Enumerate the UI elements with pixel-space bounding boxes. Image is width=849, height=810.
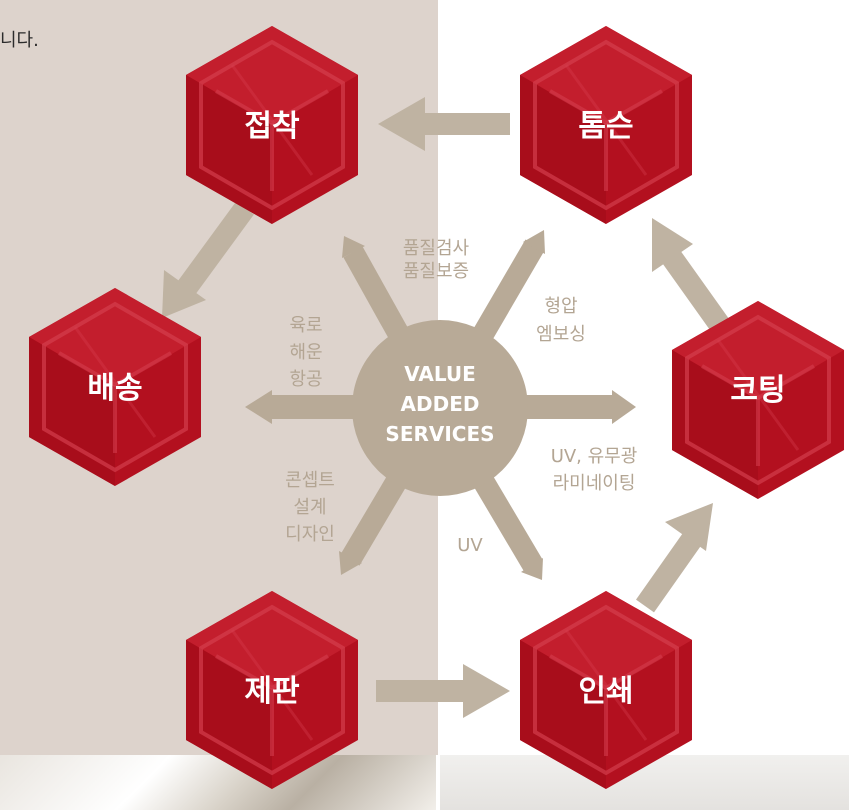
step-hexagon-delivery: 배송	[27, 286, 203, 488]
step-label-adhesion: 접착	[244, 109, 300, 144]
flow-arrow-printing-to-coating	[636, 503, 713, 613]
step-hexagon-coating: 코팅	[670, 299, 846, 501]
service-label-transport-2: 해운	[289, 342, 322, 363]
service-label-embossing-2: 엠보싱	[536, 324, 586, 345]
flow-arrow-thomson-to-adhesion	[378, 97, 510, 151]
step-hexagon-platemaking: 제판	[184, 589, 360, 791]
center-label-line-2: ADDED	[401, 392, 480, 416]
bottom-left-photo	[0, 755, 436, 810]
service-label-transport-1: 육로	[289, 315, 322, 336]
center-label-line-3: SERVICES	[385, 422, 494, 446]
service-label-finishing-2: 라미네이팅	[553, 473, 636, 494]
service-label-concept-2: 설계	[293, 497, 326, 518]
service-label-quality-1: 품질검사	[403, 238, 470, 259]
step-label-thomson: 톰슨	[578, 109, 633, 144]
service-label-embossing-1: 형압	[544, 296, 577, 317]
service-label-transport-3: 항공	[289, 369, 322, 390]
step-hexagon-printing: 인쇄	[518, 589, 694, 791]
flow-arrow-coating-to-thomson	[652, 218, 731, 335]
step-label-platemaking: 제판	[244, 674, 300, 709]
intro-text-fragment: 니다.	[0, 30, 39, 51]
step-label-printing: 인쇄	[578, 674, 633, 709]
center-label-line-1: VALUE	[404, 362, 476, 386]
service-label-uv: UV	[457, 535, 483, 556]
flow-arrow-adhesion-to-delivery	[162, 201, 254, 318]
center-hub-disc	[352, 320, 528, 496]
service-label-concept-3: 디자인	[285, 524, 335, 545]
step-hexagon-thomson: 톰슨	[518, 24, 694, 226]
service-label-quality-2: 품질보증	[403, 261, 469, 282]
step-label-coating: 코팅	[730, 373, 785, 408]
service-label-concept-1: 콘셉트	[285, 470, 335, 491]
flow-arrow-platemaking-to-printing	[376, 664, 510, 718]
step-label-delivery: 배송	[87, 371, 142, 406]
step-hexagon-adhesion: 접착	[184, 24, 360, 226]
service-label-finishing-1: UV, 유무광	[551, 446, 638, 467]
